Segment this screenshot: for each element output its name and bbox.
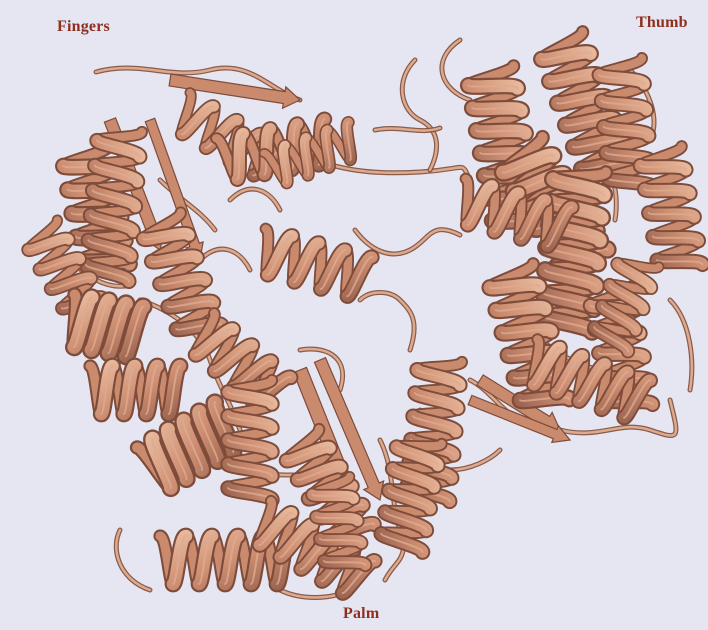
helix-23 — [638, 146, 702, 272]
helix-7 — [254, 229, 372, 300]
helix-10 — [65, 294, 143, 357]
helix-11 — [90, 366, 180, 414]
alpha-helices — [23, 32, 703, 599]
thumb-domain-label: Thumb — [636, 14, 688, 32]
helix-13 — [228, 380, 272, 500]
helix-19 — [379, 436, 441, 552]
palm-domain-label: Palm — [343, 605, 379, 623]
fingers-domain-label: Fingers — [57, 18, 110, 36]
